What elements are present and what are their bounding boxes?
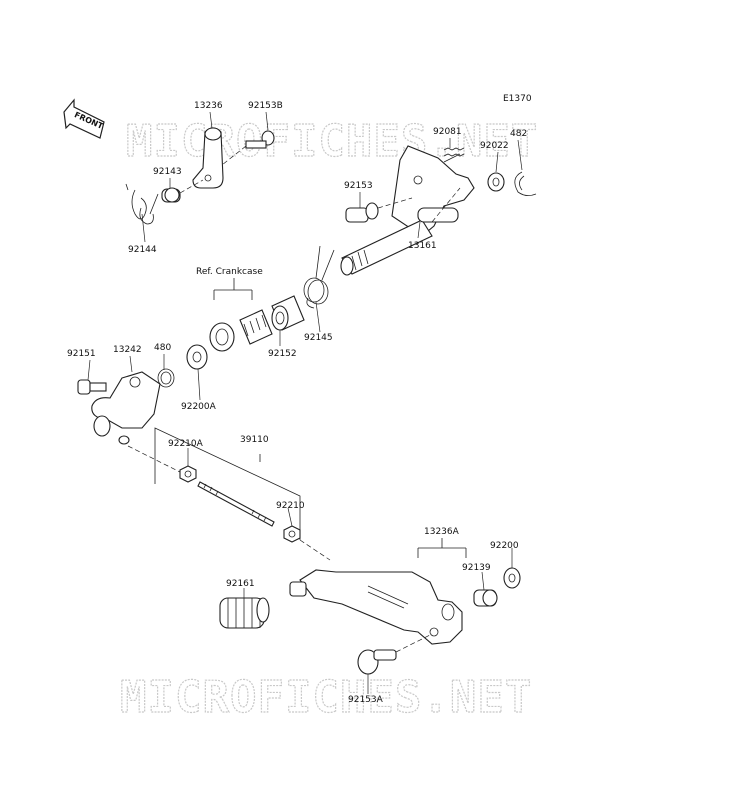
tie-rod — [197, 481, 275, 527]
part-13161: 13161 — [408, 241, 437, 251]
collar-92139 — [473, 589, 498, 607]
part-92161: 92161 — [226, 579, 255, 589]
collar-92143 — [161, 187, 181, 203]
part-92081: 92081 — [433, 127, 462, 137]
circlip-480 — [157, 368, 175, 388]
part-13236a: 13236A — [424, 527, 460, 537]
part-92153a: 92153A — [348, 695, 384, 705]
front-arrow-icon: FRONT — [63, 98, 105, 139]
part-92151: 92151 — [67, 349, 96, 359]
part-92152: 92152 — [268, 349, 297, 359]
part-92022: 92022 — [480, 141, 509, 151]
part-92153b: 92153B — [248, 101, 283, 111]
circlip-482 — [514, 171, 537, 196]
watermark-top: MICROFICHES.NET — [126, 116, 538, 167]
needle-bearing — [239, 309, 273, 345]
part-92145: 92145 — [304, 333, 333, 343]
part-92210: 92210 — [276, 501, 305, 511]
part-39110: 39110 — [240, 435, 269, 445]
watermark-bottom: MICROFICHES.NET — [120, 672, 532, 723]
oil-seal — [209, 322, 235, 352]
part-92144: 92144 — [128, 245, 157, 255]
part-13236: 13236 — [194, 101, 223, 111]
bolt-92151 — [77, 379, 107, 395]
part-92200: 92200 — [490, 541, 519, 551]
part-13242: 13242 — [113, 345, 142, 355]
part-92153: 92153 — [344, 181, 373, 191]
washer-92022 — [487, 172, 505, 192]
pedal-rubber-92161 — [219, 597, 270, 629]
bolt-92153 — [345, 202, 379, 223]
nut-92210 — [283, 525, 301, 543]
shift-link-arm — [192, 127, 224, 189]
pivot-bolt-92153a — [357, 649, 397, 675]
spring-92081 — [443, 147, 465, 163]
ref-crankcase-note: Ref. Crankcase — [196, 267, 263, 277]
washer-92200a — [186, 344, 208, 370]
part-482: 482 — [510, 129, 527, 139]
bushing-92152 — [271, 295, 305, 331]
shift-pedal-13236a — [289, 569, 463, 645]
diagram-code: E1370 — [503, 94, 532, 104]
part-92200a: 92200A — [181, 402, 217, 412]
part-92210a: 92210A — [168, 439, 204, 449]
part-92139: 92139 — [462, 563, 491, 573]
pedal-arm-13242 — [91, 371, 161, 445]
washer-92200 — [503, 567, 521, 589]
bolt-92153b — [245, 130, 275, 149]
part-92143: 92143 — [153, 167, 182, 177]
nut-92210a — [179, 465, 197, 483]
spring-92144 — [125, 183, 159, 225]
part-480: 480 — [154, 343, 171, 353]
leader-lines — [87, 111, 523, 694]
spring-92145 — [303, 245, 335, 309]
